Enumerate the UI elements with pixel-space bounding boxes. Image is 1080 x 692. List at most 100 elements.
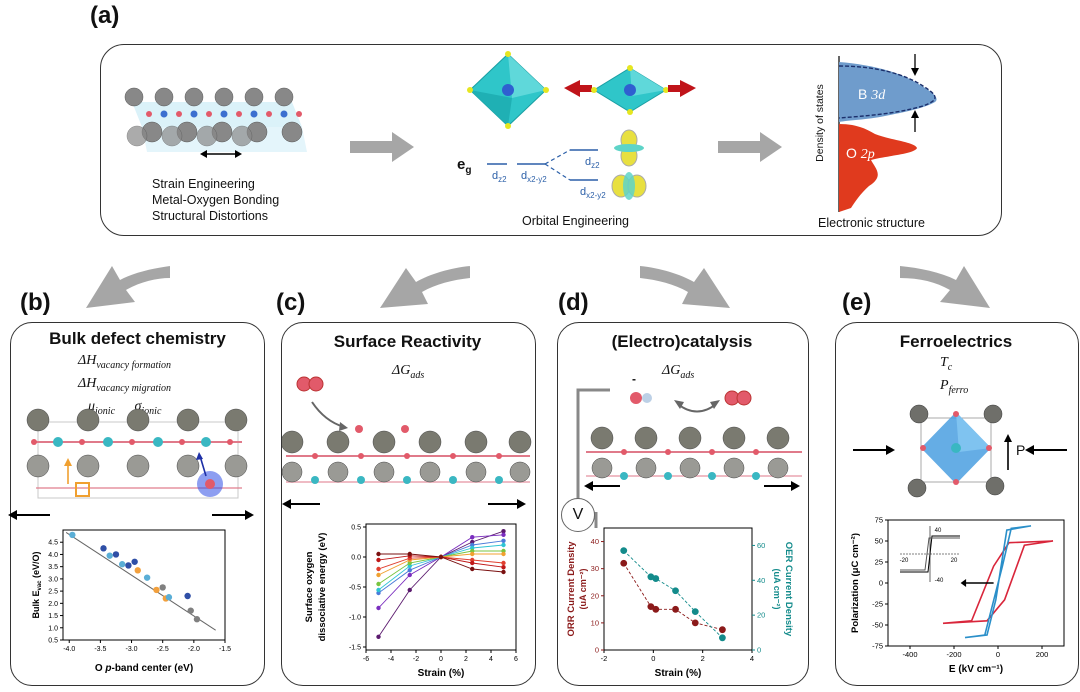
- chart-e-xtick-label: 0: [996, 650, 1000, 659]
- chart-b-ylabel-sub: vac: [37, 580, 43, 591]
- chart-c-point: [376, 557, 381, 563]
- chart-c-point: [470, 560, 475, 566]
- chart-b-xlabel-post: -band center (eV): [111, 663, 193, 674]
- chart-b-point: [69, 531, 76, 539]
- dh-migration: ΔH: [78, 375, 97, 391]
- structural-distortions-label: Structural Distortions: [152, 209, 269, 223]
- chart-d-ytick-left-label: 20: [591, 591, 599, 600]
- chart-e-inset-loop-1: [900, 535, 960, 573]
- chart-d-point-orr: [691, 619, 699, 627]
- chart-e-inset-ytick-bottom: -40: [935, 578, 944, 584]
- chart-b-ylabel: Bulk Evac (eV/O): [31, 551, 43, 618]
- dh-formation: ΔH: [78, 353, 97, 368]
- chart-c-point: [470, 535, 475, 540]
- chart-c-point: [376, 587, 381, 593]
- chart-d-point-oer: [620, 547, 628, 555]
- chart-b-ytick-label: 4.5: [48, 540, 58, 547]
- chart-d-point-oer: [672, 587, 679, 595]
- chart-b-point: [193, 616, 201, 623]
- chart-b-point: [125, 562, 132, 569]
- chart-d-point-orr: [719, 626, 726, 634]
- chart-b-ytick-label: 4.0: [48, 552, 58, 559]
- panel-b-strain-arrows: [8, 510, 254, 520]
- chart-b-xtick-label: -4.0: [63, 646, 75, 653]
- chart-d-ytick-left-label: 0: [595, 646, 599, 655]
- chart-c-xtick-label: 4: [489, 656, 493, 663]
- mu-ionic-sub: ionic: [95, 405, 116, 417]
- dx2y2-sub-2: x2-y2: [586, 191, 606, 201]
- chart-e-inset-xtick-left: -20: [900, 558, 909, 564]
- chart-b-fit-line: [65, 532, 216, 631]
- chart-b-ytick-label: 1.0: [48, 625, 58, 632]
- density-of-states-plot: [838, 54, 937, 212]
- chart-d-ytick-right-label: 0: [757, 646, 761, 655]
- chart-b-point: [165, 594, 173, 601]
- chart-c-ytick-label: -0.5: [349, 585, 361, 592]
- chart-e-xtick-label: -400: [902, 650, 917, 659]
- chart-b-ytick-label: 0.5: [48, 638, 58, 645]
- chart-e-inset-xtick-right: 20: [951, 558, 958, 564]
- pferro-label: P: [940, 377, 949, 393]
- panel-e-box: [835, 322, 1079, 686]
- chart-c-point: [407, 568, 412, 573]
- ferroelectric-unit-cell: [853, 404, 1067, 498]
- voltage-source: V: [561, 498, 595, 532]
- metal-oxygen-bonding-label: Metal-Oxygen Bonding: [152, 193, 280, 207]
- chart-c-point: [438, 554, 444, 560]
- chart-d-xtick-label: -2: [601, 654, 608, 663]
- chart-d-xtick-label: 2: [701, 654, 705, 663]
- panel-e-letter: (e): [842, 289, 872, 316]
- chart-e-inset-loop-2: [900, 537, 960, 571]
- eg-label: e: [457, 156, 466, 173]
- chart-b-point: [134, 567, 141, 574]
- panel-d-letter: (d): [558, 289, 589, 316]
- arrow-right-2: [718, 132, 782, 162]
- chart-c-point: [501, 565, 506, 570]
- electronic-structure-title: Electronic structure: [818, 216, 925, 230]
- chart-d-point-orr: [620, 559, 628, 567]
- dz2-sub-2: z2: [591, 161, 600, 171]
- sigma-ionic-sub: ionic: [141, 405, 162, 417]
- chart-c-ytick-label: -1.5: [349, 645, 361, 652]
- mu-ionic: μ: [88, 398, 96, 414]
- chart-c-point: [376, 551, 381, 557]
- panel-b-letter: (b): [20, 289, 51, 316]
- panel-c-title: Surface Reactivity: [333, 332, 482, 351]
- chart-c-ytick-label: -1.0: [349, 615, 361, 622]
- dx2y2-label-1: d: [521, 170, 528, 182]
- chart-c-xtick-label: 0: [439, 656, 443, 663]
- chart-c-series-line: [378, 540, 504, 594]
- chart-c-xlabel: Strain (%): [418, 668, 465, 679]
- chart-b-ytick-label: 3.5: [48, 564, 58, 571]
- chart-c-point: [501, 542, 506, 548]
- chart-c-xtick-label: 2: [464, 656, 468, 663]
- chart-b-point: [153, 586, 160, 594]
- chart-d-ytick-right-label: 60: [757, 541, 765, 550]
- dz2-label-2: d: [585, 156, 592, 168]
- chart-d-ylabel-left-1: ORR Current Density: [566, 541, 577, 637]
- chart-d-trend-orr: [623, 563, 723, 631]
- panel-c-strain-arrows: [282, 499, 526, 509]
- chart-c-point: [470, 566, 475, 572]
- panel-d-dg: ΔG: [662, 363, 681, 378]
- chart-d-xtick-label: 0: [651, 654, 655, 663]
- arrow-right-1: [350, 132, 414, 162]
- chart-c-ytick-label: 0.0: [351, 555, 361, 562]
- dz2-sub-1: z2: [498, 175, 507, 185]
- chart-c-point: [376, 566, 381, 572]
- chart-b-xtick-label: -2.5: [157, 646, 169, 653]
- chart-e-ytick-label: -50: [872, 621, 883, 630]
- orbital-engineering-title: Orbital Engineering: [522, 214, 630, 228]
- chart-d-frame: [603, 527, 753, 651]
- chart-b-xtick-label: -3.5: [94, 646, 106, 653]
- chart-e-xtick-label: -200: [946, 650, 961, 659]
- dh-formation-sub: vacancy formation: [96, 359, 172, 371]
- chart-e-ytick-label: 75: [875, 516, 883, 525]
- chart-c-point: [501, 529, 506, 534]
- panel-b-title: Bulk defect chemistry: [49, 329, 226, 348]
- orbital-splitting-diagram: [487, 129, 647, 200]
- tc-sub: c: [947, 361, 953, 373]
